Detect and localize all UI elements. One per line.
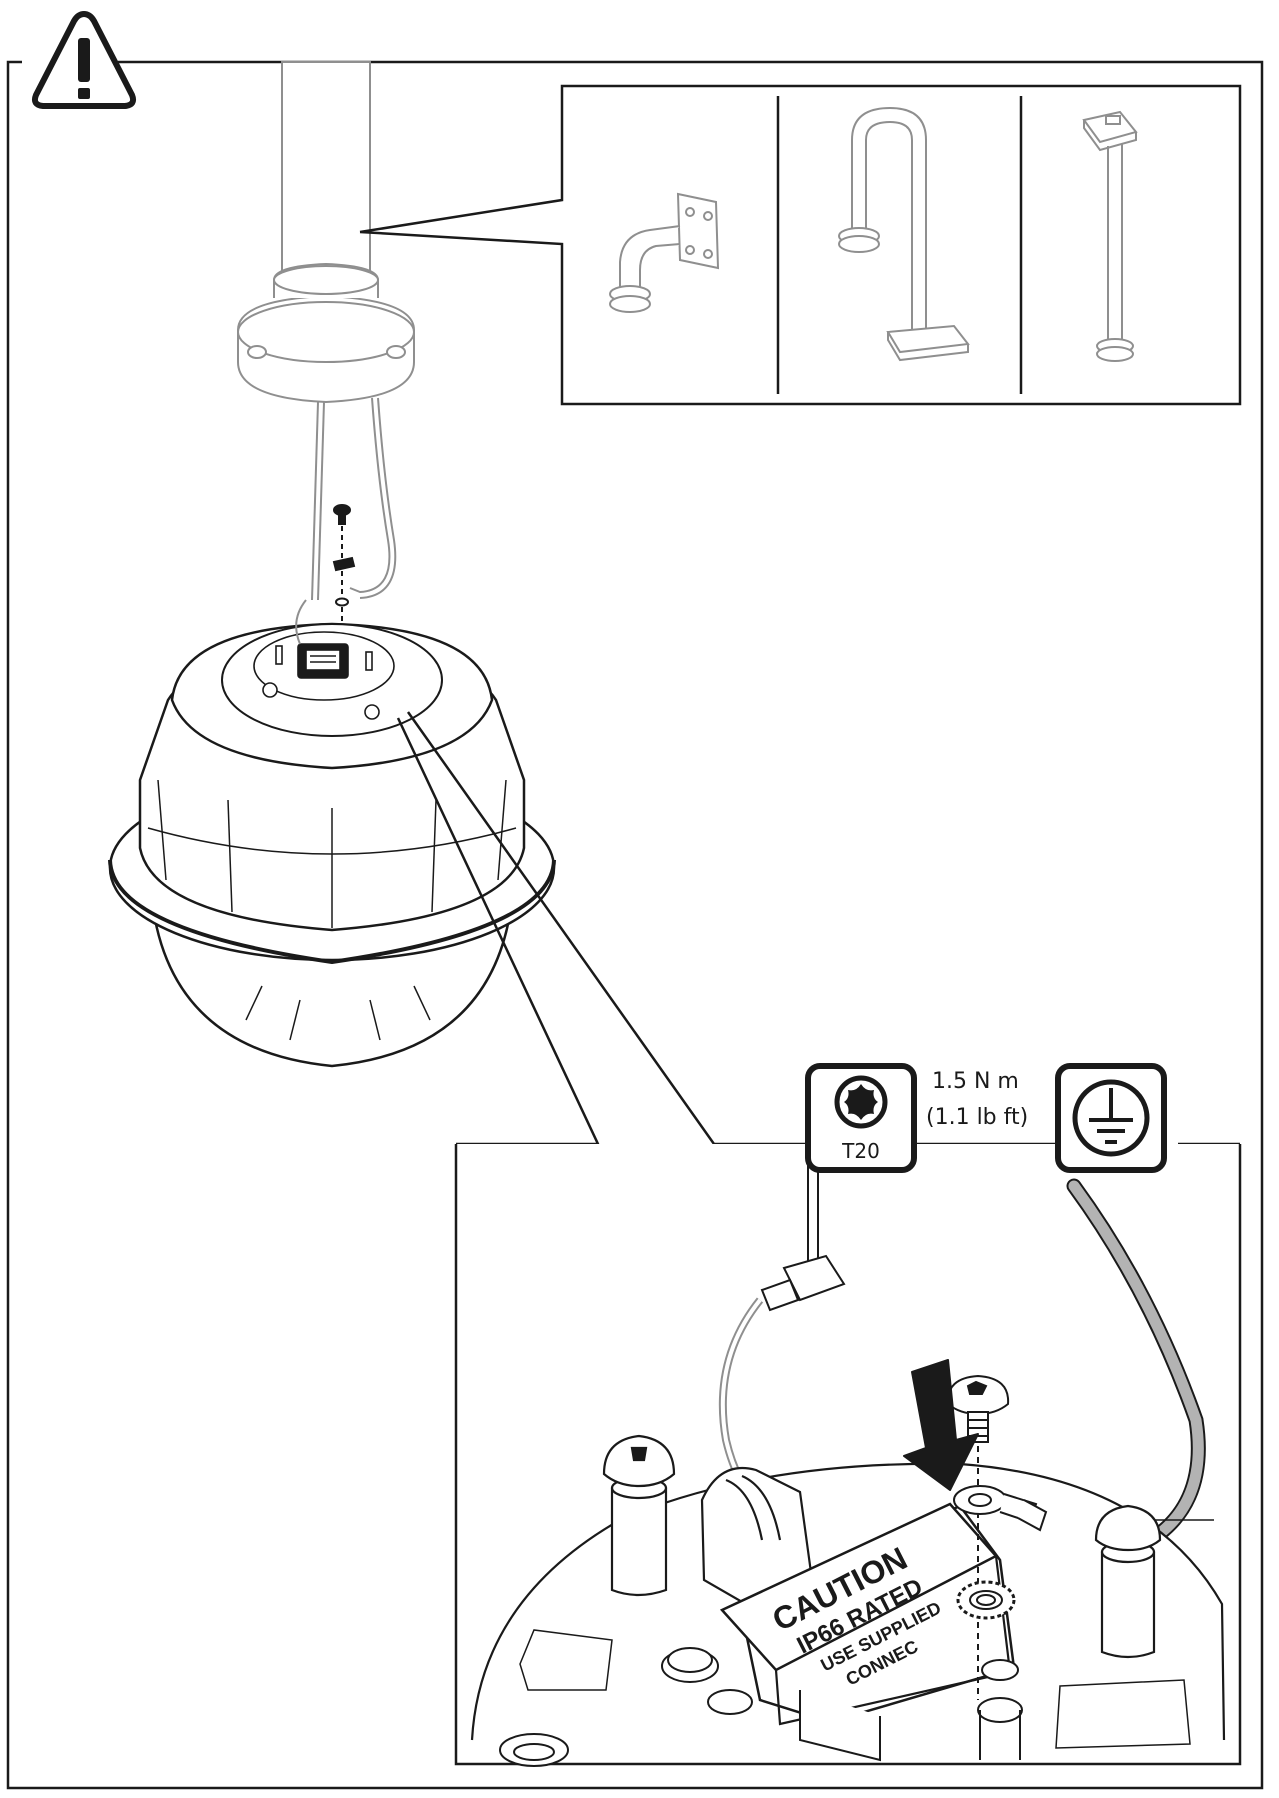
- protective-earth-ground-icon: [1055, 1063, 1167, 1173]
- standoff-post-left: [602, 1434, 676, 1597]
- camera-top-connector: [253, 599, 395, 720]
- tool-size-label: T20: [841, 1139, 880, 1163]
- wall-bracket-option: [609, 192, 720, 313]
- mount-cables: [311, 397, 397, 601]
- camera-surface-screws: [499, 1647, 1023, 1767]
- push-down-arrow-icon: [903, 1359, 979, 1491]
- pendant-pipe: [281, 61, 371, 293]
- mount-options-panel: [359, 84, 1242, 406]
- torque-metric: 1.5 N m: [932, 1069, 1019, 1094]
- connector-clip: [700, 1466, 814, 1612]
- caution-label-block: CAUTION IP66 RATED USE SUPPLIED CONNEC: [719, 1502, 1016, 1762]
- warning-triangle-icon: [31, 11, 137, 109]
- standoff-post-right: [1094, 1504, 1162, 1659]
- ground-screw-assembly: [946, 1374, 1048, 1700]
- pipe-mount-flange: [237, 262, 415, 404]
- torx-bit-icon: T20: [805, 1063, 917, 1173]
- torque-imperial: (1.1 lb ft): [926, 1105, 1028, 1130]
- outer-frame: [6, 60, 1264, 1790]
- ceiling-pole-option: [1082, 110, 1138, 362]
- torque-spec: 1.5 N m (1.1 lb ft): [926, 1069, 1028, 1130]
- small-screw-assembly: [332, 504, 356, 640]
- gooseneck-bracket-option: [838, 106, 970, 362]
